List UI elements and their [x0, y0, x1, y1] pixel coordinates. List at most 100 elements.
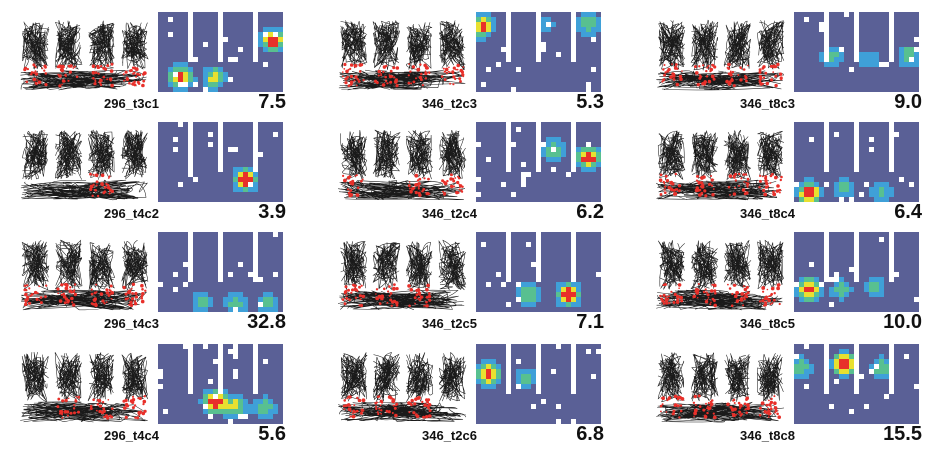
rate-bin: [794, 192, 799, 197]
rate-bin: [268, 399, 273, 404]
spike-dot: [443, 78, 447, 81]
spike-dot: [342, 75, 344, 78]
rate-bin: [511, 87, 516, 92]
spike-dot: [137, 411, 141, 415]
rate-bin: [158, 282, 163, 287]
rate-bin: [536, 384, 541, 389]
rate-bin: [173, 72, 178, 77]
rate-bin: [794, 287, 799, 292]
trajectory-panel: [654, 238, 788, 314]
spike-dot: [745, 295, 749, 299]
spike-dot: [668, 301, 671, 305]
rate-bin: [591, 27, 596, 32]
spike-dot: [740, 177, 743, 180]
spike-dot: [341, 298, 345, 301]
rate-bin: [268, 47, 273, 52]
rate-bin: [591, 157, 596, 162]
spike-dot: [61, 399, 65, 403]
rate-bin: [531, 302, 536, 307]
spike-dot: [92, 173, 95, 176]
rate-bin: [571, 42, 576, 47]
rate-bin: [253, 172, 258, 177]
rate-bin: [506, 389, 511, 394]
spike-dot: [69, 411, 73, 415]
rate-bin: [809, 364, 814, 369]
spike-dot: [703, 415, 708, 419]
rate-bin: [561, 302, 566, 307]
rate-bin: [879, 287, 884, 292]
rate-bin: [218, 389, 223, 394]
spike-dot: [390, 75, 394, 78]
rate-bin: [521, 182, 526, 187]
rate-bin: [218, 162, 223, 167]
rate-bin: [531, 369, 536, 374]
rate-bin: [263, 399, 268, 404]
spike-dot: [769, 400, 774, 405]
trajectory-panel: [18, 18, 152, 94]
spike-dot: [676, 298, 680, 302]
rate-bin: [899, 47, 904, 52]
spike-dot: [357, 398, 362, 403]
rate-bin: [854, 132, 859, 137]
spike-dot: [135, 75, 138, 78]
spike-dot: [73, 292, 77, 297]
spike-dot: [703, 189, 707, 193]
spike-dot: [380, 74, 382, 77]
rate-bin: [536, 359, 541, 364]
spike-dot: [58, 84, 62, 88]
spike-dot: [704, 288, 707, 291]
rate-bin: [571, 344, 576, 349]
rate-bin: [819, 192, 824, 197]
rate-bin: [218, 122, 223, 127]
spike-dot: [387, 395, 392, 399]
rate-bin: [854, 237, 859, 242]
spike-dot: [663, 188, 666, 191]
peak-rate-label: 32.8: [247, 311, 286, 333]
rate-bin: [536, 142, 541, 147]
rate-bin: [253, 167, 258, 172]
rate-bin: [576, 152, 581, 157]
rate-bin: [869, 282, 874, 287]
rate-bin: [576, 282, 581, 287]
rate-bin: [218, 267, 223, 272]
rate-bin: [526, 369, 531, 374]
spike-dot: [677, 283, 682, 287]
rate-bin: [819, 52, 824, 57]
rate-bin: [253, 142, 258, 147]
spike-dot: [768, 403, 772, 407]
rate-bin: [486, 369, 491, 374]
rate-bin: [178, 122, 183, 127]
rate-bin: [596, 272, 601, 277]
spike-dot: [383, 287, 386, 291]
rate-bin: [203, 42, 208, 47]
rate-bin: [551, 137, 556, 142]
rate-bin: [253, 354, 258, 359]
rate-bin: [516, 297, 521, 302]
rate-bin: [238, 414, 243, 419]
spike-dot: [697, 83, 700, 87]
spike-dot: [696, 174, 699, 178]
spike-dot: [713, 283, 717, 288]
rate-bin: [253, 374, 258, 379]
rate-bin: [188, 42, 193, 47]
rate-map: [794, 122, 914, 202]
rate-bin: [481, 27, 486, 32]
spike-dot: [706, 405, 709, 408]
rate-bin: [203, 297, 208, 302]
spike-dot: [106, 78, 109, 81]
spike-dot: [37, 80, 42, 84]
spike-dot: [130, 297, 135, 301]
rate-bin: [188, 82, 193, 87]
spike-dot: [108, 192, 111, 195]
rate-bin: [834, 277, 839, 282]
rate-bin: [844, 182, 849, 187]
spike-dot: [101, 299, 105, 303]
spike-dot: [665, 411, 668, 413]
rate-map-panel: [794, 232, 919, 312]
rate-bin: [849, 267, 854, 272]
spike-dot: [758, 413, 762, 417]
spike-dot: [710, 399, 714, 402]
rate-bin: [218, 27, 223, 32]
rate-bin: [829, 277, 834, 282]
spike-dot: [347, 395, 350, 399]
